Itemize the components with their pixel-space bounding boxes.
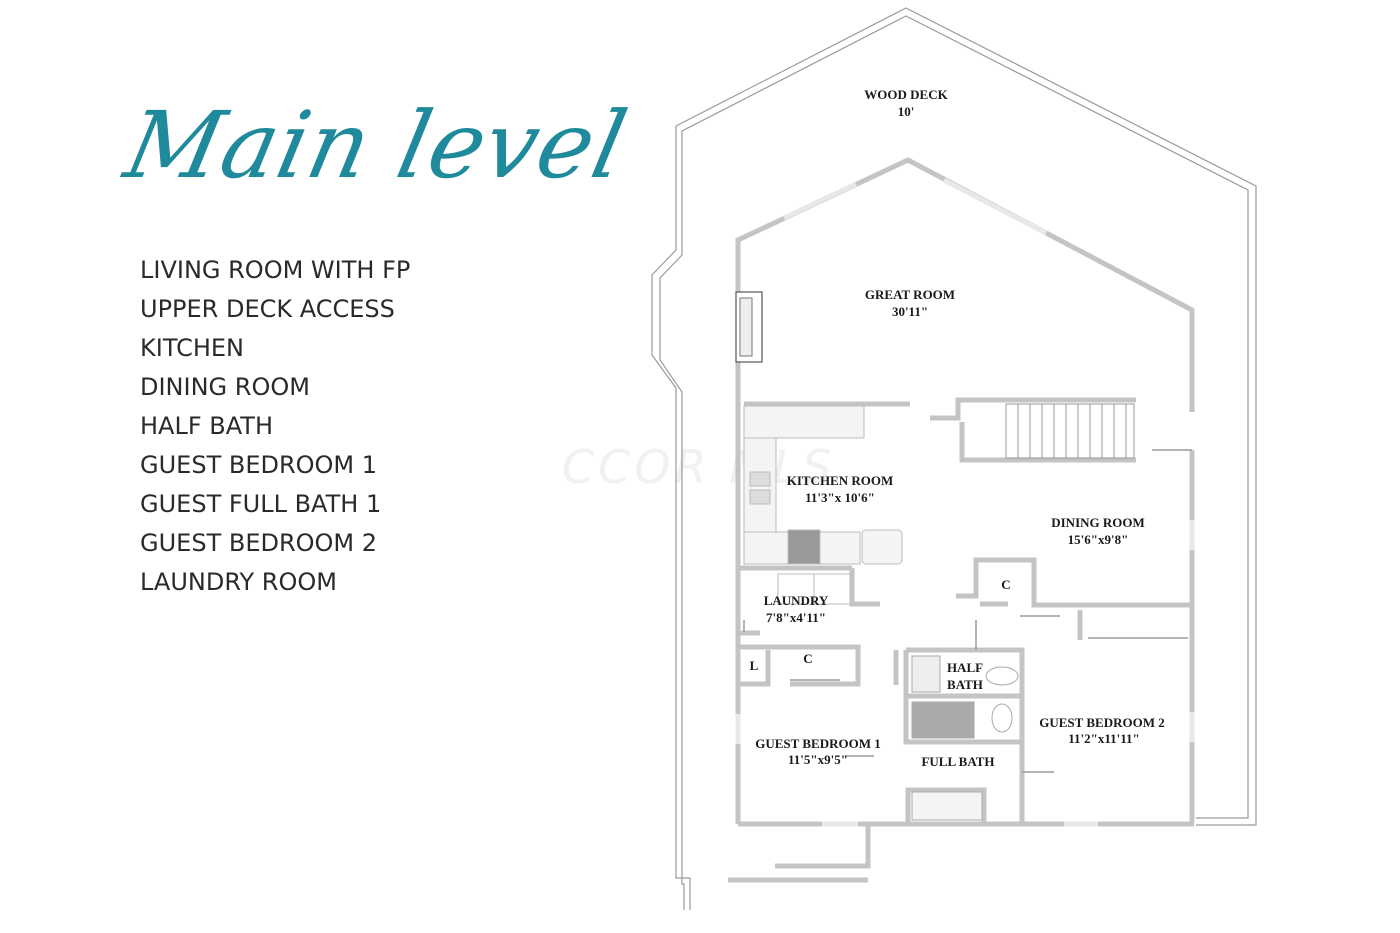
great-room-label: GREAT ROOM xyxy=(865,287,955,302)
hall-closet-label: C xyxy=(803,651,812,666)
kitchen-fixtures xyxy=(743,405,903,605)
feature-item: KITCHEN xyxy=(140,334,244,362)
kitchen-label: KITCHEN ROOM xyxy=(787,473,894,488)
feature-item: GUEST FULL BATH 1 xyxy=(140,490,382,518)
wood-deck-size: 10' xyxy=(898,104,915,119)
feature-item: HALF BATH xyxy=(140,412,273,440)
dining-room-size: 15'6"x9'8" xyxy=(1068,532,1129,547)
guest-bedroom-1-size: 11'5"x9'5" xyxy=(788,752,848,767)
closet-label: C xyxy=(1001,577,1010,592)
feature-item: LAUNDRY ROOM xyxy=(140,568,337,596)
wood-deck-label: WOOD DECK xyxy=(864,87,948,102)
fireplace xyxy=(735,291,763,363)
watermark: CCOR MLS xyxy=(562,440,836,494)
windows xyxy=(735,177,1195,827)
feature-item: UPPER DECK ACCESS xyxy=(140,295,395,323)
dining-room-label: DINING ROOM xyxy=(1051,515,1145,530)
deck-outline xyxy=(651,7,1257,910)
half-bath-label: HALF xyxy=(947,660,983,675)
guest-bedroom-2-size: 11'2"x11'11" xyxy=(1068,731,1140,746)
room-labels: WOOD DECK 10' GREAT ROOM 30'11" KITCHEN … xyxy=(750,87,1165,769)
full-bath-label: FULL BATH xyxy=(921,754,994,769)
half-bath-label-2: BATH xyxy=(947,677,983,692)
feature-list: LIVING ROOM WITH FP UPPER DECK ACCESS KI… xyxy=(140,252,410,603)
feature-item: DINING ROOM xyxy=(140,373,310,401)
guest-bedroom-2-label: GUEST BEDROOM 2 xyxy=(1039,715,1164,730)
kitchen-size: 11'3"x 10'6" xyxy=(805,490,875,505)
great-room-size: 30'11" xyxy=(892,304,928,319)
door-lines xyxy=(743,449,1192,773)
laundry-label: LAUNDRY xyxy=(764,593,829,608)
guest-bedroom-1-label: GUEST BEDROOM 1 xyxy=(755,736,880,751)
feature-item: GUEST BEDROOM 2 xyxy=(140,529,378,557)
feature-item: GUEST BEDROOM 1 xyxy=(140,451,378,479)
stairs xyxy=(1005,403,1135,459)
linen-closet-label: L xyxy=(750,658,759,673)
laundry-size: 7'8"x4'11" xyxy=(766,610,826,625)
feature-item: LIVING ROOM WITH FP xyxy=(140,256,411,284)
bath-fixtures xyxy=(911,655,1019,821)
